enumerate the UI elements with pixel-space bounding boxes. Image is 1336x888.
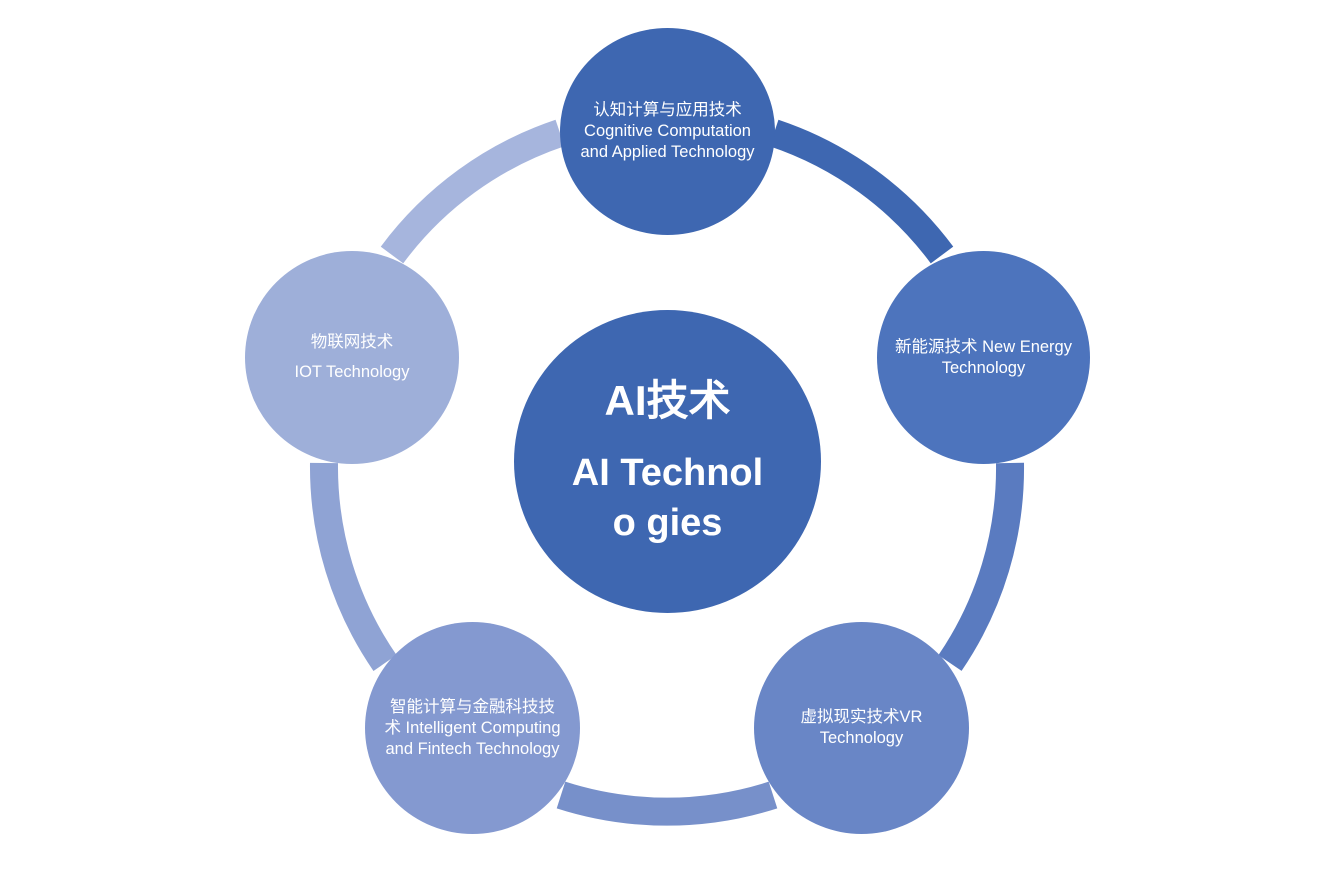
center-title-zh: AI技术 <box>604 376 731 424</box>
ring-arc-vr-to-fintech <box>556 781 778 826</box>
node-iot-label: 物联网技术 IOT Technology <box>277 332 428 383</box>
node-vr-technology: 虚拟现实技术VR Technology <box>754 622 969 834</box>
node-new-energy: 新能源技术 New Energy Technology <box>877 251 1090 464</box>
center-title-en: AI Technolo gies <box>571 451 764 544</box>
node-iot-label-en: IOT Technology <box>294 363 410 381</box>
center-node-ai-technologies: AI技术 AI Technolo gies <box>514 310 821 613</box>
node-iot-label-zh: 物联网技术 <box>310 333 394 351</box>
node-intelligent-fintech: 智能计算与金融科技技术 Intelligent Computing and Fi… <box>365 622 580 834</box>
node-energy-label: 新能源技术 New Energy Technology <box>895 337 1072 377</box>
ring-arc-iot-to-cognitive <box>380 119 565 264</box>
node-cognitive-label: 认知计算与应用技术Cognitive Computation and Appli… <box>580 101 755 161</box>
ring-arc-cognitive-to-energy <box>769 119 954 264</box>
ring-arc-energy-to-vr <box>938 462 1025 671</box>
node-iot-technology: 物联网技术 IOT Technology <box>245 251 459 464</box>
ring-arc-fintech-to-iot <box>309 462 397 671</box>
node-vr-label: 虚拟现实技术VR Technology <box>800 708 923 747</box>
node-fintech-label: 智能计算与金融科技技术 Intelligent Computing and Fi… <box>384 697 561 758</box>
node-cognitive-computation: 认知计算与应用技术Cognitive Computation and Appli… <box>560 28 775 235</box>
